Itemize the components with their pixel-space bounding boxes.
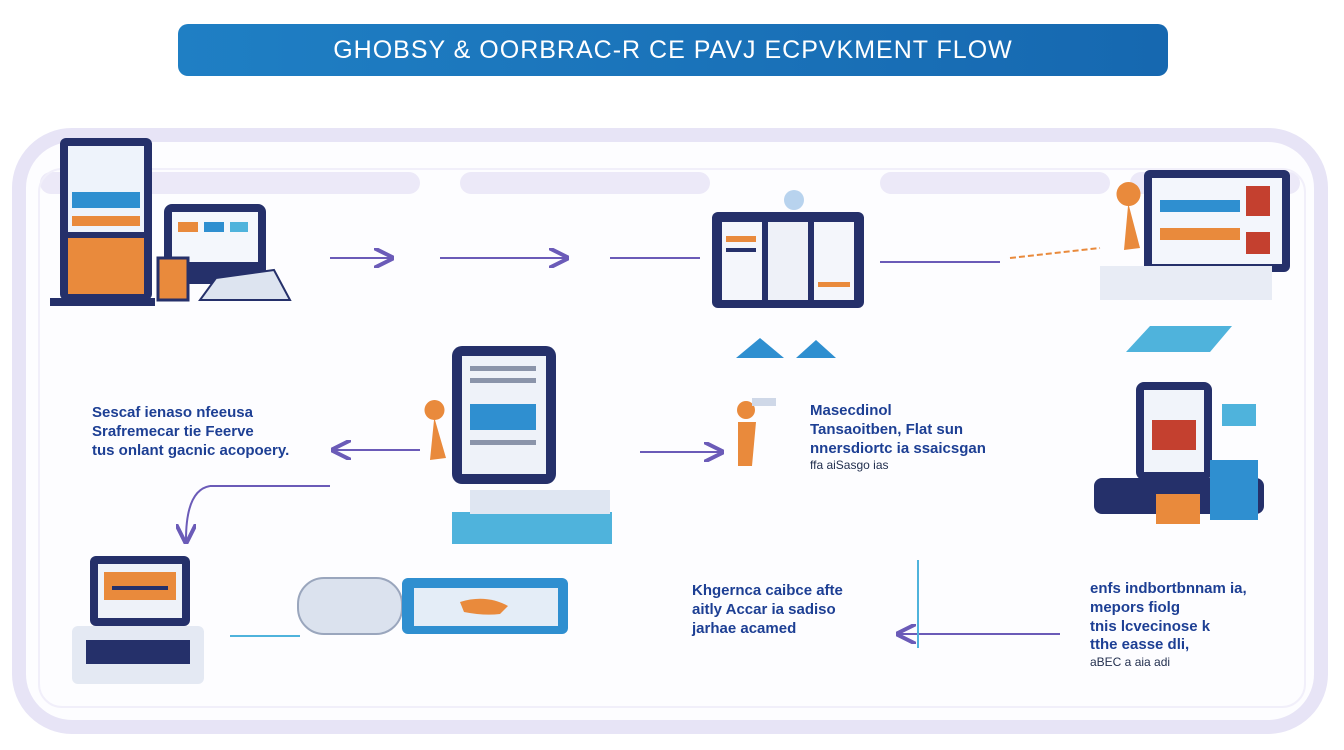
- text-line-small: aBEC a aia adi: [1090, 655, 1171, 669]
- text-line: Sescaf ienaso nfeeusa: [92, 404, 253, 421]
- text-line: tthe easse dli,: [1090, 636, 1190, 654]
- document-folder-icon: [712, 190, 864, 358]
- tablet-kiosk-icon: [424, 346, 612, 544]
- text-line: aitly Accar ia sadiso: [692, 600, 836, 618]
- text-line: tus onlant gacnic acopoery.: [92, 441, 290, 459]
- text-line: jarhae acamed: [692, 619, 797, 637]
- monitor-with-user-icon: [1100, 170, 1290, 352]
- frame-tab: [460, 172, 710, 194]
- card-reader-icon: [230, 577, 568, 637]
- frame-tab: [880, 172, 1110, 194]
- text-block-left: Sescaf ienaso nfeeusa Srafremecar tie Fe…: [92, 404, 289, 460]
- connector-arrow: [186, 450, 720, 540]
- desktop-workstation-icon: [50, 138, 292, 306]
- text-line: Masecdinol: [810, 402, 892, 419]
- inner-frame: [38, 168, 1306, 708]
- text-line: Khgernca caibce afte: [692, 582, 843, 599]
- text-line: Srafremecar tie Feerve: [92, 422, 254, 440]
- title-banner: GHOBSY & OORBRAC-R CE PAVJ ECPVKMENT FLO…: [178, 24, 1168, 76]
- text-line: tnis lcvecinose k: [1090, 617, 1211, 635]
- person-icon: [737, 398, 776, 466]
- connector-arrow: [330, 247, 1101, 262]
- connector-arrow: [900, 560, 1060, 648]
- text-block-bottom-center: Khgernca caibce afte aitly Accar ia sadi…: [692, 582, 843, 638]
- workstation-phone-icon: [1094, 382, 1264, 524]
- text-line: mepors fiolg: [1090, 598, 1181, 616]
- text-line-small: ffa aiSasgo ias: [810, 458, 889, 473]
- text-line: Tansaoitben, Flat sun: [810, 420, 964, 438]
- laptop-icon: [72, 556, 204, 684]
- text-block-bottom-right: enfs indbortbnnam ia, mepors fiolg tnis …: [1090, 580, 1247, 670]
- text-line: enfs indbortbnnam ia,: [1090, 580, 1247, 597]
- text-block-center: Masecdinol Tansaoitben, Flat sun nnersdi…: [810, 402, 986, 473]
- text-line: nnersdiortc ia ssaicsgan: [810, 439, 986, 457]
- page-title: GHOBSY & OORBRAC-R CE PAVJ ECPVKMENT FLO…: [333, 35, 1013, 64]
